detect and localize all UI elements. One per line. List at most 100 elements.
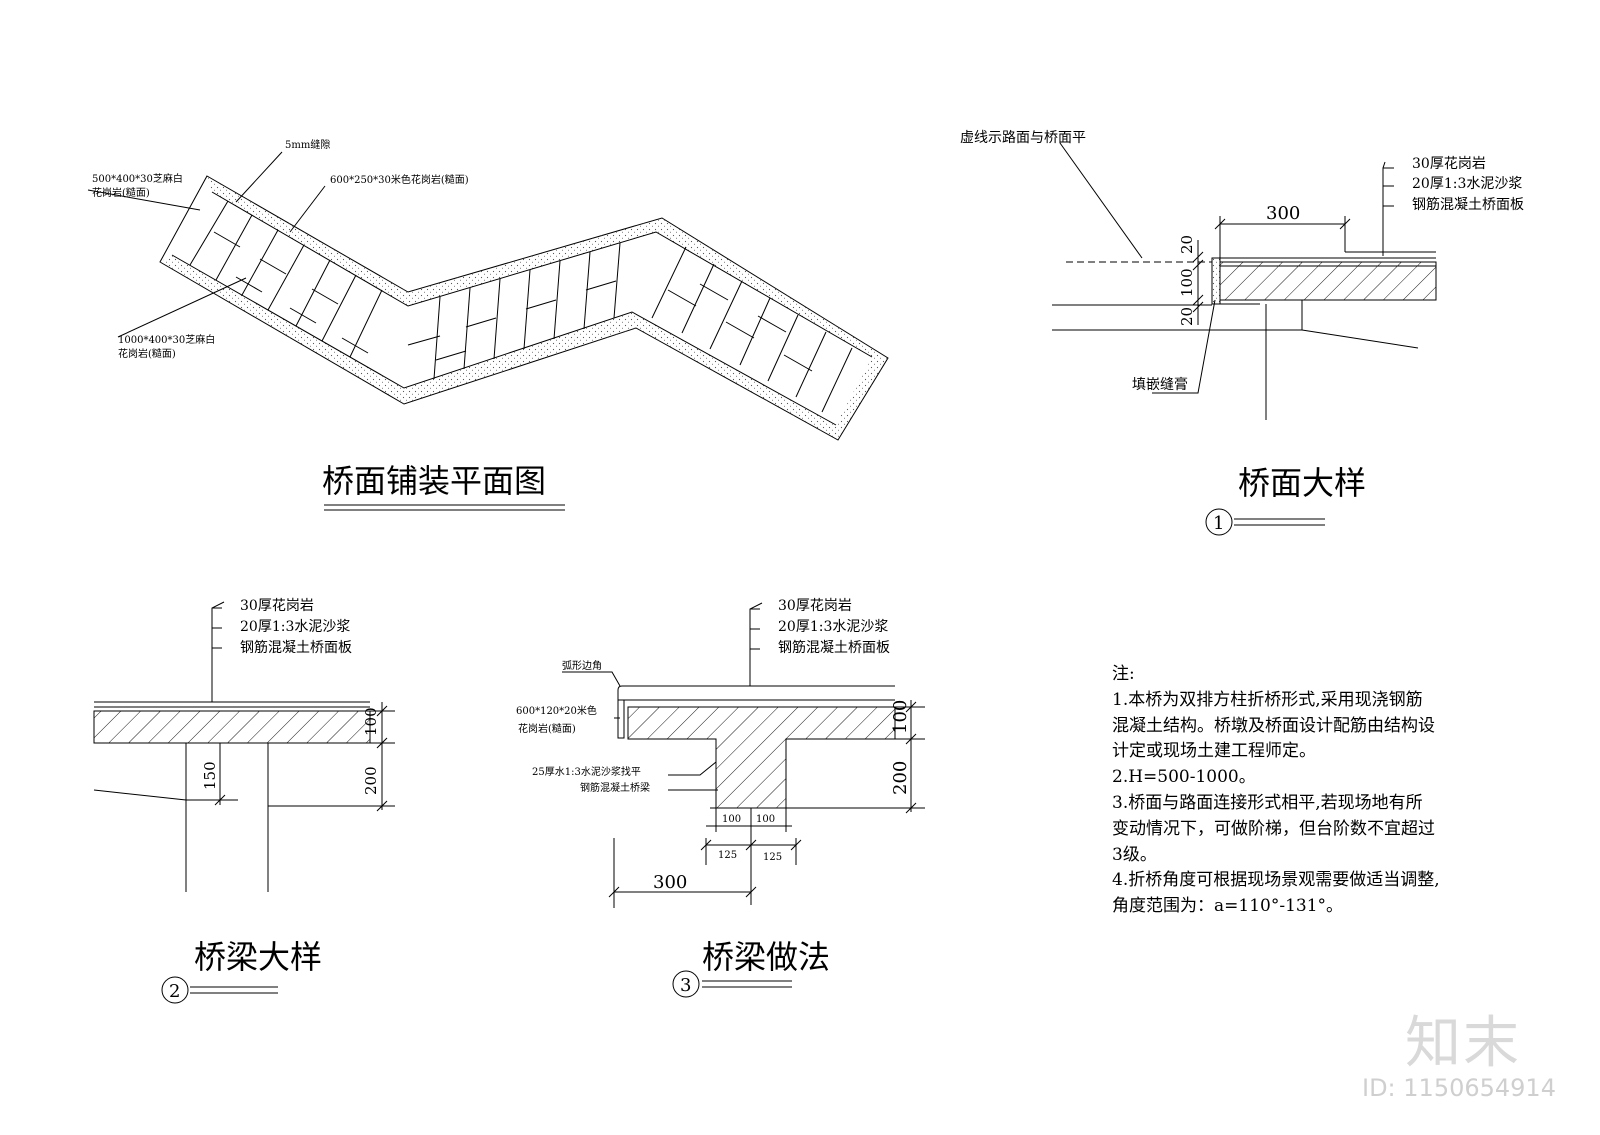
d3-layer-2: 20厚1:3水泥沙浆 <box>778 619 888 635</box>
d2-layer-2: 20厚1:3水泥沙浆 <box>240 619 350 635</box>
d3-dim-200: 200 <box>890 761 911 795</box>
d3-number: 3 <box>680 975 691 996</box>
d3-dim-100a: 100 <box>722 814 741 825</box>
d2-dim-150: 150 <box>201 761 219 790</box>
notes-line-9: 角度范围为：a=110°-131°。 <box>1112 896 1344 917</box>
d2-layer-3: 钢筋混凝土桥面板 <box>240 639 352 656</box>
notes-line-2: 混凝土结构。桥墩及桥面设计配筋由结构设 <box>1112 715 1435 736</box>
d1-number: 1 <box>1213 513 1224 534</box>
d1-number-circle <box>1205 508 1233 536</box>
d2-title: 桥梁大样 <box>194 938 322 976</box>
notes-line-6: 变动情况下，可做阶梯，但台阶数不宜超过 <box>1112 818 1435 839</box>
d1-dim-20b: 20 <box>1178 307 1196 326</box>
d3-leader-mortar <box>668 761 717 776</box>
d3-layer-1: 30厚花岗岩 <box>778 598 852 614</box>
d2-number: 2 <box>169 981 180 1002</box>
d3-label-beam: 钢筋混凝土桥梁 <box>580 781 650 794</box>
d2-dim-100: 100 <box>362 707 380 736</box>
d1-dim-100: 100 <box>1178 268 1196 297</box>
d1-dim-20a: 20 <box>1178 235 1196 254</box>
plan-tiles-1 <box>189 200 383 358</box>
d3-slab-beam <box>627 706 896 809</box>
design-notes: 注: 1.本桥为双排方柱折桥形式,采用现浇钢筋 混凝土结构。桥墩及桥面设计配筋由… <box>1112 662 1552 920</box>
dim-vert-tick-2 <box>1192 259 1204 271</box>
notes-line-1: 1.本桥为双排方柱折桥形式,采用现浇钢筋 <box>1112 689 1423 710</box>
label-stone-b: 600*250*30米色花岗岩(糙面) <box>330 173 469 186</box>
label-stone-c-1: 1000*400*30芝麻白 <box>118 333 215 346</box>
d2-dim150-tick <box>214 794 226 806</box>
d3-tick-300b <box>745 886 757 898</box>
d3-tick-300a <box>608 886 620 898</box>
plan-tiles-2 <box>407 242 621 380</box>
watermark-id: ID: 1150654914 <box>1362 1074 1556 1102</box>
beam-detail <box>93 601 395 892</box>
deck-break-line <box>1301 329 1419 349</box>
d2-dim-200: 200 <box>362 766 380 795</box>
notes-line-8: 4.折桥角度可根据现场景观需要做适当调整, <box>1112 870 1440 891</box>
deck-detail <box>1052 142 1437 420</box>
label-dashed: 虚线示路面与桥面平 <box>960 130 1086 146</box>
d3-dim-125b: 125 <box>763 852 782 863</box>
d3-label-edge-1: 600*120*20米色 <box>516 704 597 717</box>
d3-tick-125a <box>700 839 712 851</box>
d2-tick-3 <box>376 800 388 812</box>
d3-tick-3 <box>905 802 917 814</box>
leader-stone-b <box>289 185 326 233</box>
beam-method <box>562 602 925 908</box>
label-filler: 填嵌缝膏 <box>1132 376 1188 393</box>
plan-title: 桥面铺装平面图 <box>322 462 546 500</box>
label-joint: 5mm缝隙 <box>285 138 330 151</box>
d3-label-edge-2: 花岗岩(糙面) <box>518 722 576 735</box>
d1-layer-2: 20厚1:3水泥沙浆 <box>1412 176 1522 192</box>
leader-stone-c <box>117 277 247 338</box>
leader-stone-a <box>87 189 201 211</box>
label-stone-a-2: 花岗岩(糙面) <box>92 186 150 199</box>
notes-line-3: 计定或现场土建工程师定。 <box>1112 741 1316 762</box>
d3-tick-125b <box>790 839 802 851</box>
d1-layer-1: 30厚花岗岩 <box>1412 156 1486 172</box>
d2-tick-2 <box>376 737 388 749</box>
label-stone-a-1: 500*400*30芝麻白 <box>92 172 183 185</box>
plan-inner-upper <box>211 191 873 358</box>
d3-layer-3: 钢筋混凝土桥面板 <box>778 639 890 656</box>
d3-label-corner: 弧形边角 <box>562 659 602 672</box>
plan-inner-lower <box>171 254 837 426</box>
dim-300-tick-right <box>1339 218 1351 230</box>
leader-filler <box>1152 299 1216 394</box>
d3-dim-125a: 125 <box>718 850 737 861</box>
d3-number-circle <box>672 970 700 998</box>
dim-300-tick-left <box>1214 218 1226 230</box>
d3-top-granite <box>617 685 895 700</box>
dim-vert-tick-1 <box>1192 251 1204 263</box>
d2-layer-1: 30厚花岗岩 <box>240 598 314 614</box>
leader-joint <box>235 151 283 203</box>
d3-dim-300: 300 <box>653 872 687 893</box>
d1-layer-3: 钢筋混凝土桥面板 <box>1412 196 1524 213</box>
deck-slab-1 <box>1219 261 1437 301</box>
notes-heading: 注: <box>1112 664 1135 684</box>
label-stone-c-2: 花岗岩(糙面) <box>118 347 176 360</box>
notes-line-5: 3.桥面与路面连接形式相平,若现场地有所 <box>1112 792 1423 813</box>
d3-dim-100: 100 <box>890 700 911 734</box>
d2-tick-1 <box>376 705 388 717</box>
filler-joint <box>1211 257 1221 305</box>
watermark-logo: 知末 <box>1405 1011 1521 1076</box>
paving-plan <box>87 151 889 441</box>
d3-leader <box>749 602 763 686</box>
d2-break <box>93 789 187 801</box>
d1-title: 桥面大样 <box>1238 464 1366 502</box>
d1-dim-300: 300 <box>1266 203 1300 224</box>
d3-edge-stone <box>617 699 625 739</box>
notes-line-7: 3级。 <box>1112 844 1157 865</box>
d2-slab <box>93 710 371 744</box>
dim-vert-tick-3 <box>1192 294 1204 306</box>
d3-dim-100b: 100 <box>756 814 775 825</box>
d3-title: 桥梁做法 <box>702 938 830 976</box>
notes-line-4: 2.H=500-1000。 <box>1112 767 1256 788</box>
leader-dashed <box>1059 142 1143 259</box>
d3-tick-125c <box>745 839 757 851</box>
leader-layers <box>1382 161 1386 256</box>
d3-tick-1 <box>905 701 917 713</box>
